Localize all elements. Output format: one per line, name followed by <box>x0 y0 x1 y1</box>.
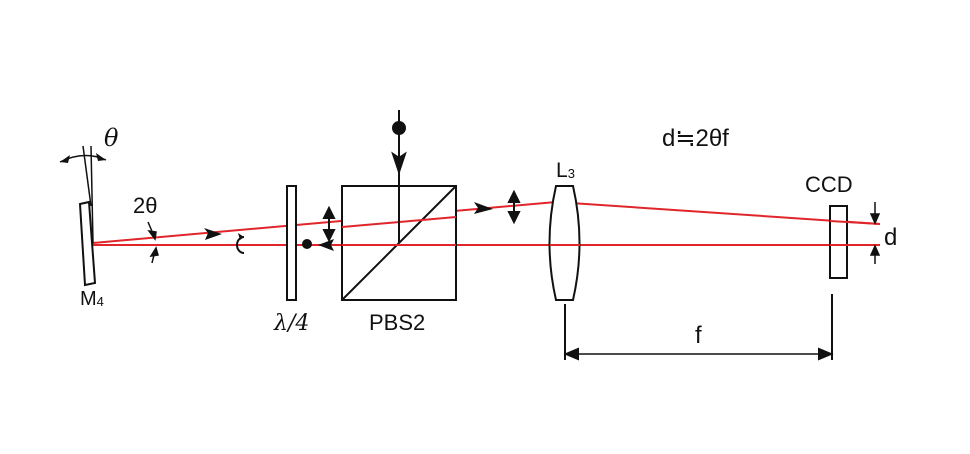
f-label: f <box>695 322 702 349</box>
incoming-beam-from-top <box>391 110 407 243</box>
two-theta-lower-arrowhead <box>149 246 159 257</box>
quarter-wave-label: λ/4 <box>273 311 309 336</box>
lens-label: L3 <box>556 159 575 182</box>
ccd-label: CCD <box>805 172 853 197</box>
circular-polarization-arrowhead <box>238 233 244 240</box>
two-theta-upper-arrowhead <box>147 230 157 241</box>
deflected-beam-through-ccd <box>829 220 881 225</box>
theta-arrowhead-left <box>60 155 70 163</box>
beam-direction-arrow-1 <box>204 228 222 240</box>
f-right-arrowhead <box>818 347 834 361</box>
ccd-sensor <box>829 205 848 279</box>
beam-direction-arrow-3 <box>474 202 493 214</box>
f-left-arrowhead <box>563 347 579 361</box>
mirror-m4-body <box>78 200 97 287</box>
deflected-beam-to-ccd <box>555 201 881 225</box>
mirror-label: M4 <box>80 288 104 310</box>
incoming-direction-arrow <box>391 151 407 176</box>
theta-arrowhead-right <box>96 153 106 161</box>
d-dimension-marker <box>869 202 881 264</box>
two-theta-angle-markers <box>147 221 159 264</box>
d-label: d <box>884 224 897 251</box>
formula-label: d≒2θf <box>662 125 729 152</box>
theta-label: θ <box>104 124 119 152</box>
s-polarization-dot <box>302 239 312 249</box>
p-polarization-vertical-arrow <box>322 205 336 243</box>
p-polarization-vertical-arrow-2 <box>507 189 521 225</box>
mirror-m4 <box>59 145 107 287</box>
beam-direction-arrow-2 <box>318 239 334 251</box>
mirror-normal-line <box>90 145 94 244</box>
quarter-wave-plate <box>286 185 297 301</box>
two-theta-label: 2θ <box>133 193 157 218</box>
pbs2-label: PBS2 <box>369 310 425 335</box>
lens-l3 <box>548 185 581 301</box>
incoming-polarization-dot <box>392 121 406 135</box>
f-dimension-marker <box>563 294 834 361</box>
